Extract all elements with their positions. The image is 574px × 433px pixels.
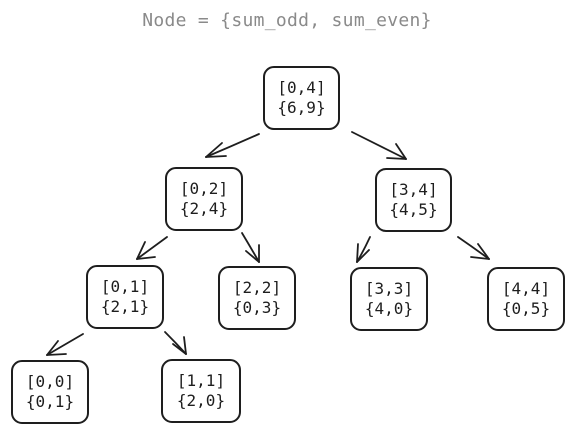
node-sums: {2,0}	[176, 391, 226, 410]
node-sums: {2,4}	[179, 199, 229, 218]
edge-n02-n01	[136, 236, 168, 260]
tree-node-0-2: [0,2] {2,4}	[165, 167, 243, 231]
edge-n34-n33	[356, 236, 371, 263]
node-sums: {2,1}	[100, 297, 150, 316]
edge-n04-n02	[205, 133, 260, 158]
tree-node-4-4: [4,4] {0,5}	[487, 267, 565, 331]
node-sums: {4,5}	[389, 200, 438, 219]
node-range: [0,2]	[179, 179, 229, 198]
edge-n01-n11	[164, 331, 187, 355]
node-range: [2,2]	[232, 278, 282, 297]
node-range: [3,3]	[364, 279, 414, 298]
node-sums: {0,1}	[25, 392, 75, 411]
node-range: [3,4]	[389, 180, 438, 199]
edge-n01-n00	[46, 333, 84, 356]
node-range: [4,4]	[501, 279, 551, 298]
node-range: [1,1]	[176, 371, 226, 390]
diagram-title: Node = {sum_odd, sum_even}	[142, 10, 432, 31]
tree-node-2-2: [2,2] {0,3}	[218, 266, 296, 330]
edge-n34-n44	[457, 236, 490, 260]
node-sums: {4,0}	[364, 299, 414, 318]
tree-node-0-1: [0,1] {2,1}	[86, 265, 164, 329]
node-sums: {0,3}	[232, 298, 282, 317]
edge-n04-n34	[351, 131, 407, 160]
node-sums: {0,5}	[501, 299, 551, 318]
tree-node-3-3: [3,3] {4,0}	[350, 267, 428, 331]
node-sums: {6,9}	[277, 98, 326, 117]
tree-node-0-4: [0,4] {6,9}	[263, 66, 340, 130]
tree-node-0-0: [0,0] {0,1}	[11, 360, 89, 424]
node-range: [0,1]	[100, 277, 150, 296]
tree-node-1-1: [1,1] {2,0}	[161, 359, 241, 423]
node-range: [0,0]	[25, 372, 75, 391]
tree-node-3-4: [3,4] {4,5}	[375, 168, 452, 232]
edge-n02-n22	[241, 232, 260, 263]
node-range: [0,4]	[277, 78, 326, 97]
